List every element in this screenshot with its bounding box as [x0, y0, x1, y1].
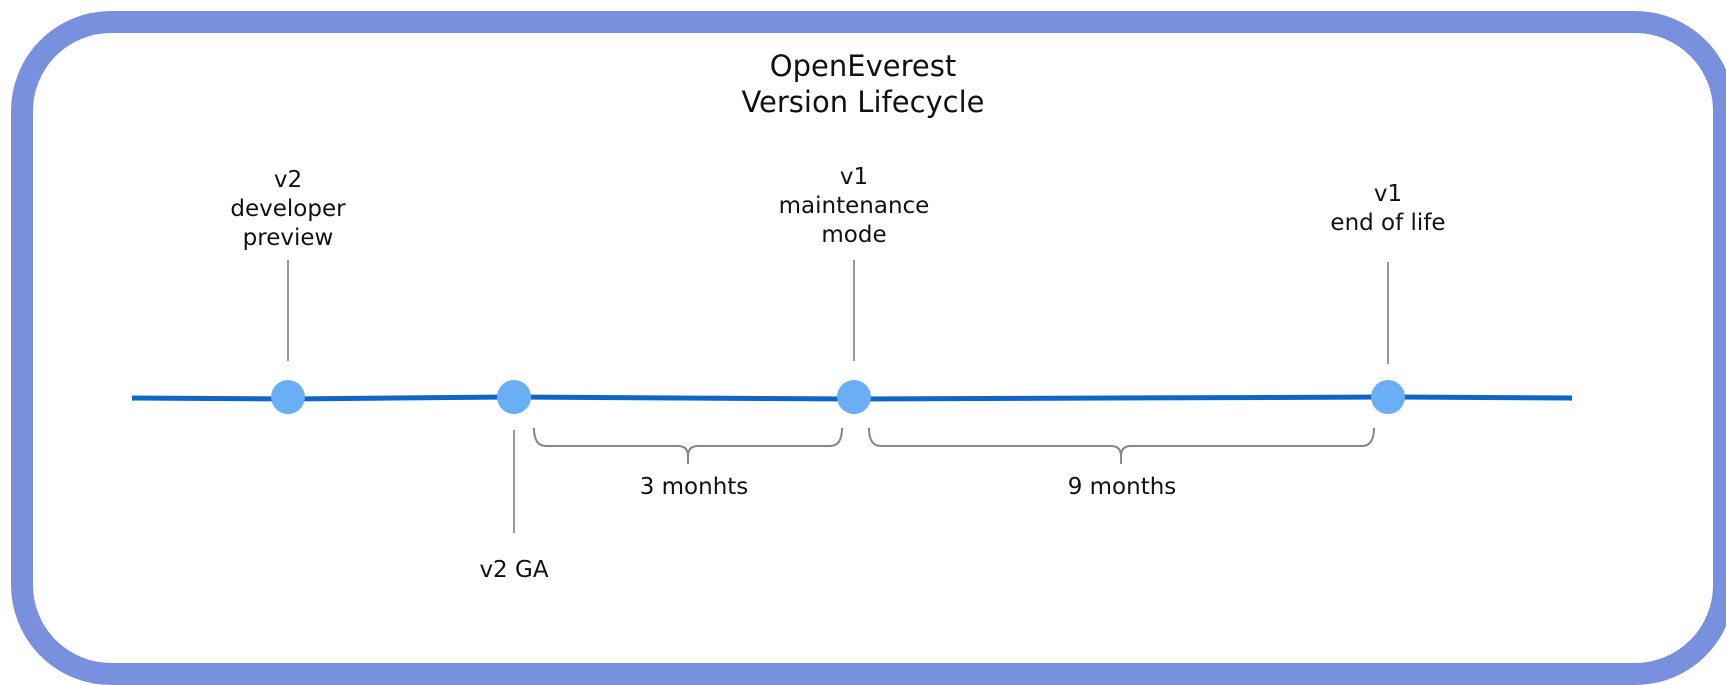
- diagram-title: OpenEverest Version Lifecycle: [0, 48, 1726, 120]
- title-line-1: OpenEverest: [769, 49, 957, 83]
- duration-brace-9-months: [868, 427, 1375, 464]
- milestone-dot-v2-ga: [497, 380, 531, 414]
- milestone-label-line: preview: [242, 225, 334, 251]
- timeline-line: [131, 394, 1573, 402]
- milestone-label-v2-developer-preview: v2 developer preview: [230, 166, 345, 253]
- milestone-label-line: developer: [230, 196, 346, 222]
- timeline-diagram: [131, 260, 1573, 533]
- duration-brace-3-months: [533, 427, 843, 464]
- milestone-dot-v1-maintenance-mode: [837, 380, 871, 414]
- milestone-label-line: v2: [273, 167, 303, 193]
- diagram-frame: [11, 11, 1726, 685]
- milestone-dot-v1-end-of-life: [1371, 380, 1405, 414]
- duration-label-9-months: 9 months: [1067, 474, 1177, 500]
- milestone-label-v1-maintenance-mode: v1 maintenance mode: [779, 163, 930, 250]
- milestone-label-v1-end-of-life: v1 end of life: [1330, 180, 1445, 238]
- milestone-label-line: end of life: [1330, 210, 1446, 236]
- title-line-2: Version Lifecycle: [741, 85, 985, 119]
- duration-label-3-months: 3 monhts: [639, 474, 749, 500]
- milestone-label-line: v2 GA: [479, 557, 549, 583]
- milestone-label-line: v1: [839, 164, 869, 190]
- milestone-label-v2-ga: v2 GA: [479, 556, 548, 585]
- milestone-label-line: v1: [1373, 181, 1403, 207]
- milestone-label-line: mode: [821, 222, 887, 248]
- milestone-label-line: maintenance: [778, 193, 930, 219]
- milestone-dot-v2-developer-preview: [271, 380, 305, 414]
